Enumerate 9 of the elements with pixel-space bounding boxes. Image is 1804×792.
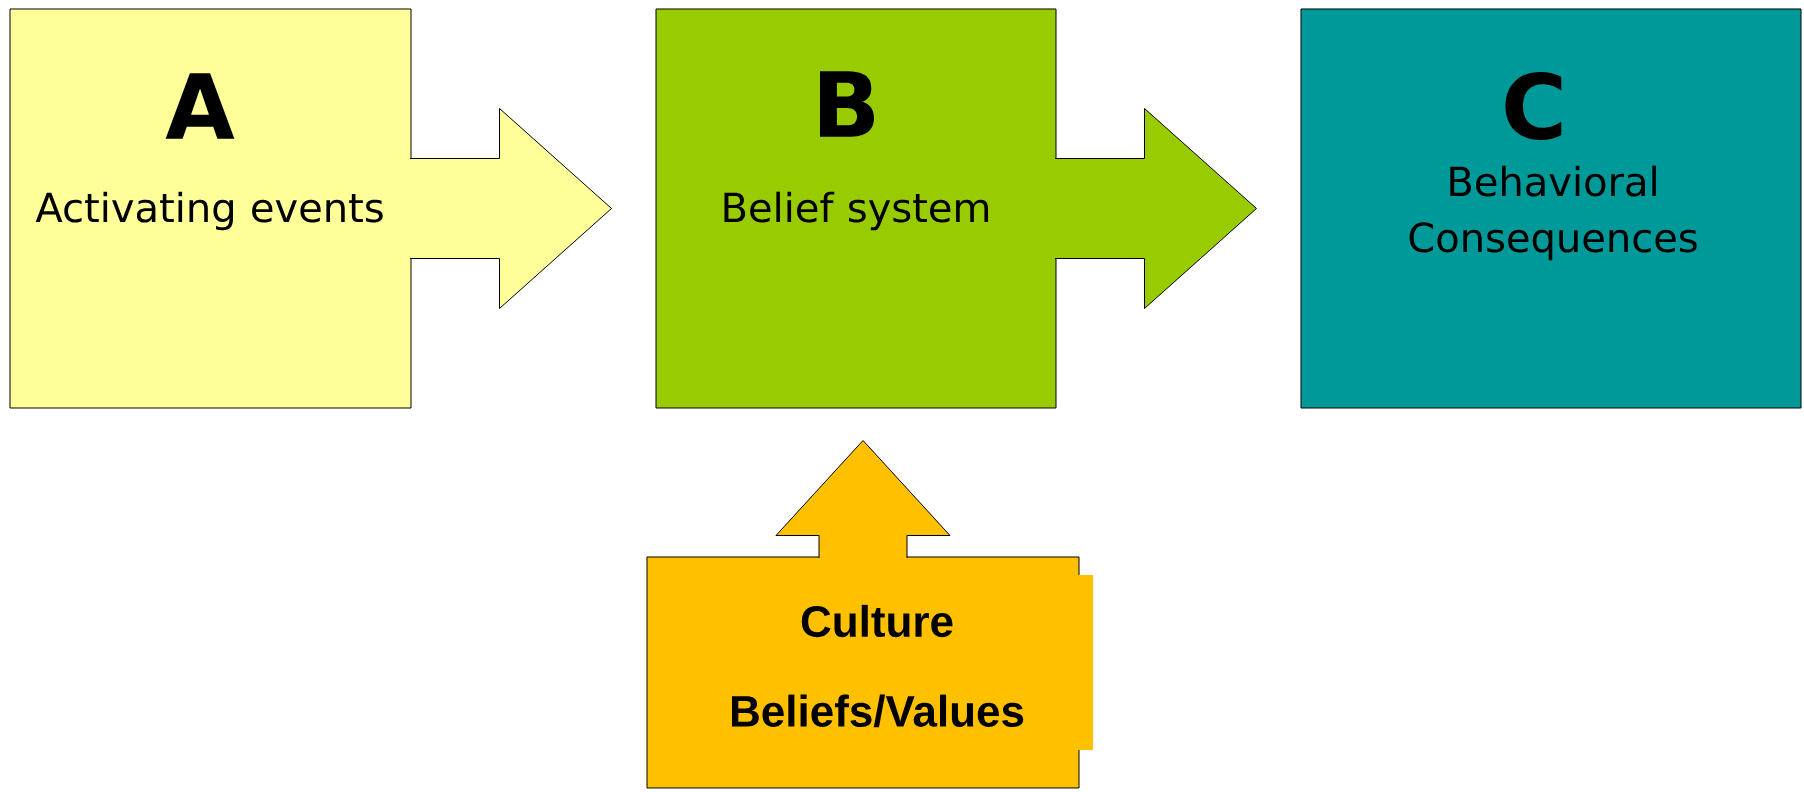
box-letter: A xyxy=(165,73,235,139)
block-arrow xyxy=(409,108,612,309)
block-arrow xyxy=(1054,108,1257,309)
box-label: Activating events xyxy=(35,191,383,231)
box-letter: B xyxy=(820,71,874,137)
block-arrow xyxy=(775,440,951,559)
box-label: Behavioral Consequences xyxy=(1409,165,1697,261)
box-letter: C xyxy=(1505,71,1562,140)
box-label: Belief system xyxy=(724,191,989,231)
